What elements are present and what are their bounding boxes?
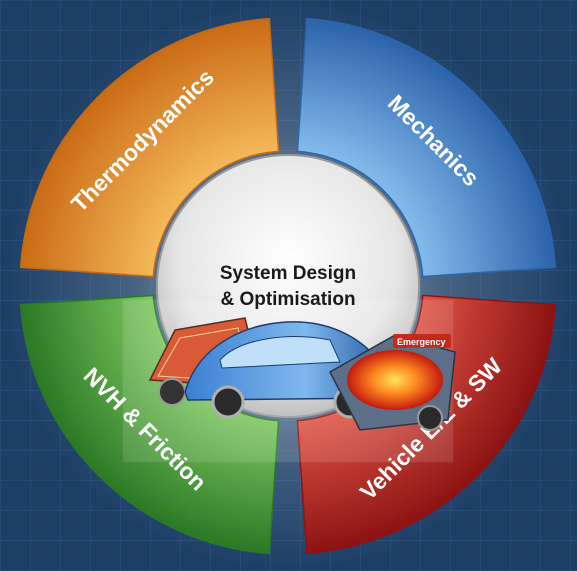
center-label-line1: System Design [220, 263, 356, 284]
emergency-badge [393, 334, 451, 348]
segment-thermodynamics [19, 17, 280, 278]
chassis-front: Emergency [329, 334, 456, 431]
center-label-line2: & Optimisation [220, 289, 355, 310]
emergency-badge-text: Emergency [397, 337, 446, 347]
engine-heatmap [347, 350, 443, 410]
vehicle-illustration: Emergency [122, 299, 456, 463]
segment-mechanics [296, 17, 557, 278]
